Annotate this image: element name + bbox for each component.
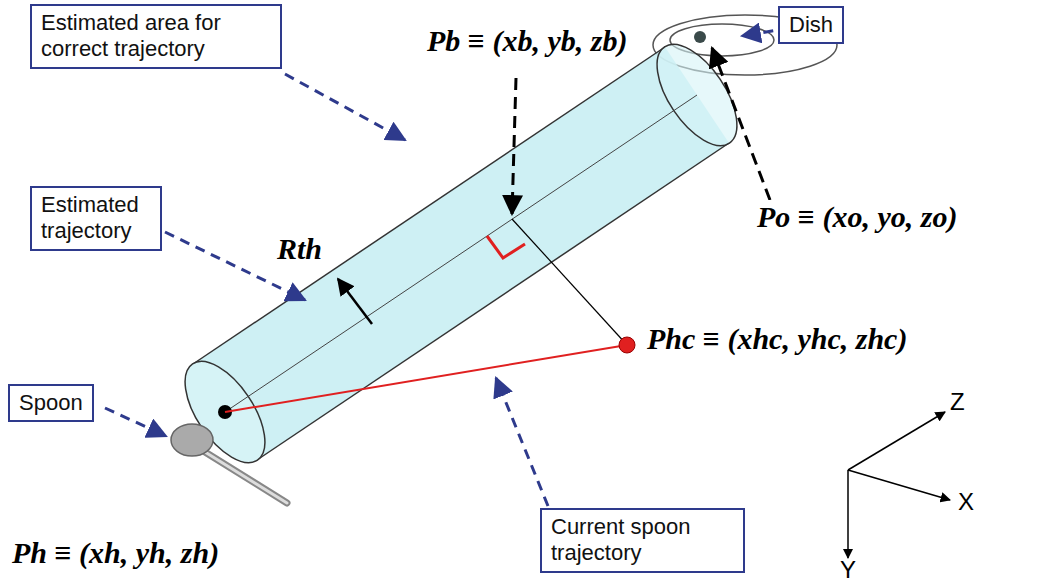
point-label: Ph ≡ (xh, yh, zh): [10, 536, 221, 570]
leader-line: [496, 378, 548, 506]
callout-box: Spoon: [8, 384, 94, 422]
leader-line: [712, 48, 770, 200]
leader-line: [512, 78, 516, 214]
callout-box: Dish: [778, 6, 844, 44]
hand-point: [619, 337, 635, 353]
callout-text: Spoon: [19, 390, 83, 416]
callout-text: Dish: [789, 12, 833, 38]
callout-box: Estimated area for correct trajectory: [30, 4, 282, 69]
point-label: Phc ≡ (xhc, yhc, zhc): [645, 322, 909, 356]
leader-line: [105, 408, 166, 436]
leader-line: [285, 74, 405, 140]
callout-text: Estimated trajectory: [41, 192, 151, 245]
axis-label: Y: [840, 556, 856, 584]
current-trajectory: [225, 345, 627, 412]
radius-label: Rth: [275, 232, 324, 266]
point-label: Pb ≡ (xb, yb, zb): [425, 24, 629, 58]
axis-label: X: [958, 488, 974, 516]
right-angle: [487, 236, 525, 258]
spoon: [171, 424, 287, 503]
target-point: [694, 31, 706, 43]
callout-text: Estimated area for correct trajectory: [41, 10, 271, 63]
radius-arrow: [338, 279, 372, 324]
trajectory-cylinder: [169, 31, 752, 475]
callout-box: Estimated trajectory: [30, 186, 162, 251]
callout-box: Current spoon trajectory: [540, 508, 745, 573]
callout-text: Current spoon trajectory: [551, 514, 734, 567]
coordinate-axes: [848, 412, 950, 558]
perpendicular: [512, 219, 627, 345]
axis-label: Z: [950, 388, 965, 416]
point-label: Po ≡ (xo, yo, zo): [755, 200, 959, 234]
